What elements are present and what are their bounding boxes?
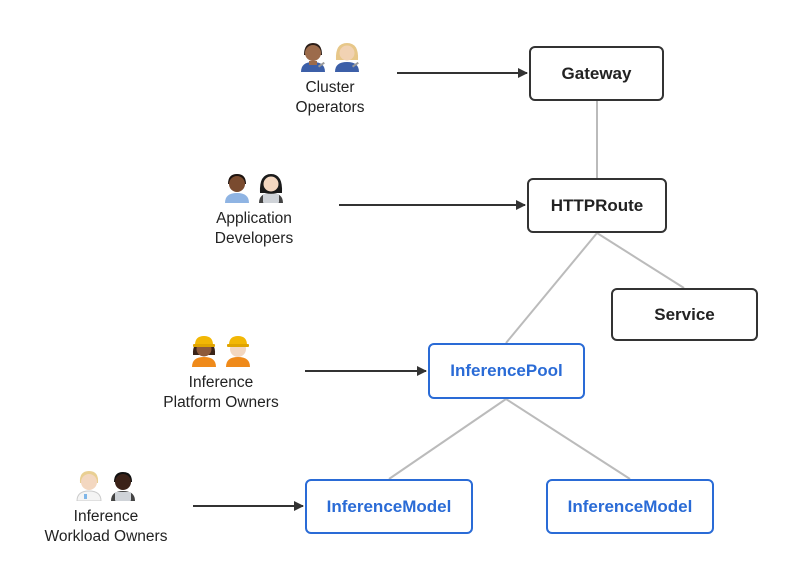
technologist-icon — [111, 472, 135, 501]
service-node[interactable]: Service — [611, 288, 758, 341]
persona-inference-workload-owners: Inference Workload Owners — [36, 467, 176, 547]
mechanic-woman-icon — [335, 43, 359, 72]
inferencemodel-label-1: InferenceModel — [326, 496, 452, 516]
persona-icons — [270, 38, 390, 72]
service-label: Service — [654, 304, 715, 324]
persona-label-line2: Workload Owners — [44, 528, 168, 545]
inferencemodel-label-2: InferenceModel — [567, 496, 693, 516]
persona-label-line2: Platform Owners — [163, 394, 279, 411]
construction-worker-woman-icon — [192, 336, 216, 367]
connector-pool-model2 — [505, 398, 631, 480]
persona-icons — [151, 333, 291, 367]
persona-icons — [194, 169, 314, 203]
httproute-node[interactable]: HTTPRoute — [527, 178, 667, 233]
persona-icons — [36, 467, 176, 501]
connector-httproute-service — [596, 232, 685, 289]
connector-httproute-inferencepool — [505, 232, 598, 344]
persona-inference-platform-owners: Inference Platform Owners — [151, 333, 291, 413]
gateway-node[interactable]: Gateway — [529, 46, 664, 101]
construction-worker-man-icon — [226, 336, 250, 367]
persona-label-line1: Inference — [188, 374, 254, 391]
persona-application-developers: Application Developers — [194, 169, 314, 249]
scientist-icon — [76, 471, 102, 501]
technologist-woman-icon — [259, 174, 283, 203]
inferencemodel-node-1[interactable]: InferenceModel — [305, 479, 473, 534]
httproute-label: HTTPRoute — [550, 195, 644, 215]
inferencepool-node[interactable]: InferencePool — [428, 343, 585, 399]
persona-label-line2: Operators — [295, 99, 365, 116]
inferencepool-label: InferencePool — [450, 361, 563, 380]
persona-label-line1: Cluster — [305, 79, 355, 96]
persona-label-line1: Application — [216, 210, 292, 227]
gateway-label: Gateway — [561, 63, 632, 83]
mechanic-man-icon — [301, 43, 325, 72]
persona-cluster-operators: Cluster Operators — [270, 38, 390, 118]
inferencemodel-node-2[interactable]: InferenceModel — [546, 479, 714, 534]
persona-label-line1: Inference — [73, 508, 139, 525]
technologist-man-icon — [225, 174, 249, 203]
connector-pool-model1 — [388, 398, 507, 480]
persona-label-line2: Developers — [214, 230, 294, 247]
